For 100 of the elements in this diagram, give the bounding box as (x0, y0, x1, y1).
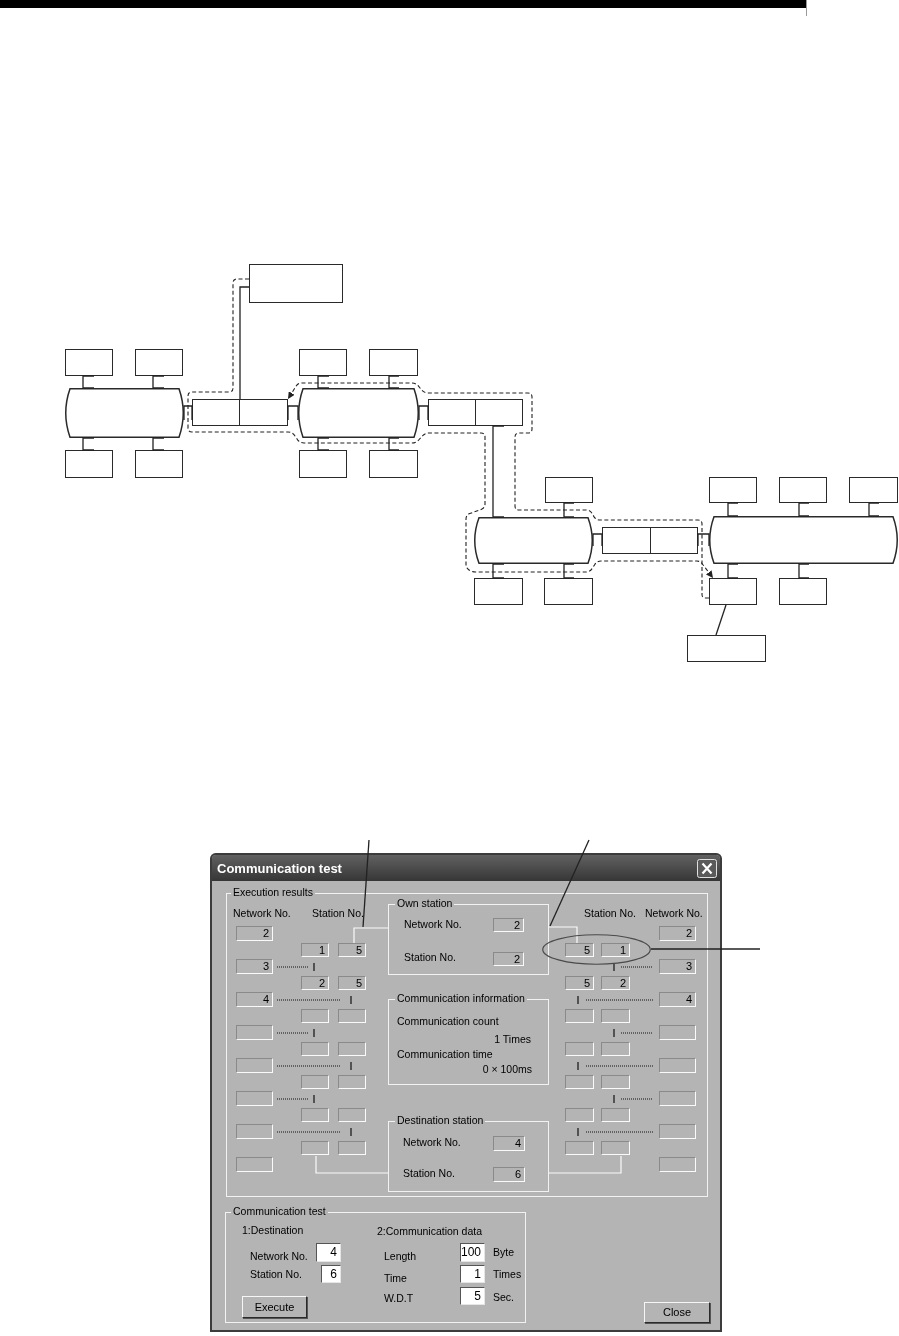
connector-line (388, 437, 400, 451)
group-title: Communication information (395, 992, 527, 1005)
station-box (369, 349, 418, 376)
connector-line (727, 563, 739, 579)
group-box (225, 1205, 526, 1323)
field-label: Communication time (397, 1048, 493, 1061)
value-field: 3 (659, 959, 696, 974)
group-title: Own station (395, 897, 455, 910)
field-label: Station No. (250, 1268, 302, 1281)
relay-box (428, 399, 523, 426)
station-box (474, 578, 523, 605)
dialog-window (210, 853, 722, 1332)
group-title: Execution results (231, 886, 315, 899)
value-field: 1 (601, 943, 630, 957)
leader-line (715, 604, 727, 636)
connector-line (152, 375, 165, 389)
group-title: Destination station (395, 1114, 486, 1127)
value-text: 0 × 100ms (482, 1063, 532, 1076)
value-text: 1 Times (494, 1033, 531, 1046)
callout-box (687, 635, 766, 662)
field-label: Network No. (404, 918, 462, 931)
leader-line (650, 948, 761, 950)
input-field: 6 (321, 1265, 341, 1283)
field-label: Sec. (493, 1291, 514, 1304)
value-field: 3 (236, 959, 273, 974)
station-box (709, 477, 757, 503)
group-box (388, 992, 549, 1085)
field-label: Times (493, 1268, 522, 1281)
relay-box (602, 527, 698, 554)
connector-line (317, 437, 330, 451)
station-box (779, 578, 827, 605)
value-field: 2 (301, 976, 329, 990)
connector-line (492, 563, 505, 579)
input-field: 1 (460, 1265, 485, 1283)
station-box (709, 578, 757, 605)
leader-line (549, 839, 590, 927)
station-box (135, 450, 183, 478)
field-label: Network No. (250, 1250, 308, 1263)
field-label: Station No. (403, 1167, 455, 1180)
station-box (299, 450, 347, 478)
field-label: Network No. (645, 907, 703, 920)
station-box (545, 477, 593, 503)
station-box (779, 477, 827, 503)
bracket-line (353, 927, 389, 944)
connector-line (563, 502, 575, 518)
station-box (544, 578, 593, 605)
value-field: 6 (493, 1167, 525, 1182)
network-loop (298, 388, 419, 438)
value-field: 1 (301, 943, 329, 957)
group-box (388, 1114, 549, 1192)
field-label: Network No. (233, 907, 291, 920)
dashed-route-arrow (187, 278, 714, 579)
field-label: Station No. (404, 951, 456, 964)
field-label: Time (384, 1272, 407, 1285)
value-field: 2 (493, 952, 524, 966)
connector-line (82, 437, 95, 451)
connector-line (592, 533, 603, 547)
connector-line (152, 437, 165, 451)
connector-line (697, 533, 710, 547)
bracket-line (548, 1155, 622, 1174)
field-label: W.D.T (384, 1292, 414, 1305)
connector-line (798, 502, 810, 517)
connector-line (183, 405, 193, 421)
field-label: Byte (493, 1246, 514, 1259)
connector-line (239, 286, 250, 400)
station-box (135, 349, 183, 376)
input-field: 100 (460, 1243, 485, 1262)
value-field: 2 (601, 976, 630, 990)
station-box (369, 450, 418, 478)
connector-line (388, 375, 400, 389)
value-field: 4 (659, 992, 696, 1007)
device-box (249, 264, 343, 303)
value-field: 5 (565, 976, 594, 990)
connector-line (727, 502, 739, 517)
field-label: Communication count (397, 1015, 499, 1028)
field-label: Station No. (584, 907, 636, 920)
connector-line (418, 405, 429, 421)
value-field: 2 (236, 926, 273, 941)
value-field: 5 (565, 943, 594, 957)
value-field: 2 (659, 926, 696, 941)
connector-line (868, 502, 880, 517)
field-label: Station No. (312, 907, 364, 920)
connector-line (563, 563, 575, 579)
value-field: 4 (236, 992, 273, 1007)
field-label: 2:Communication data (377, 1225, 483, 1238)
network-loop (474, 517, 593, 564)
highlight-ellipse (542, 934, 651, 965)
network-loop (709, 516, 898, 564)
leader-line (362, 839, 370, 928)
value-field: 5 (338, 976, 366, 990)
connector-line (492, 425, 505, 518)
group-title: Communication test (231, 1205, 328, 1218)
bracket-line (315, 1155, 389, 1174)
dialog-title: Communication test (217, 861, 342, 876)
input-field: 5 (460, 1287, 485, 1305)
connector-line (287, 405, 299, 421)
dashed-route-arrow (287, 382, 710, 599)
dialog-button: Close (644, 1302, 710, 1323)
station-box (65, 450, 113, 478)
network-loop (65, 388, 184, 438)
